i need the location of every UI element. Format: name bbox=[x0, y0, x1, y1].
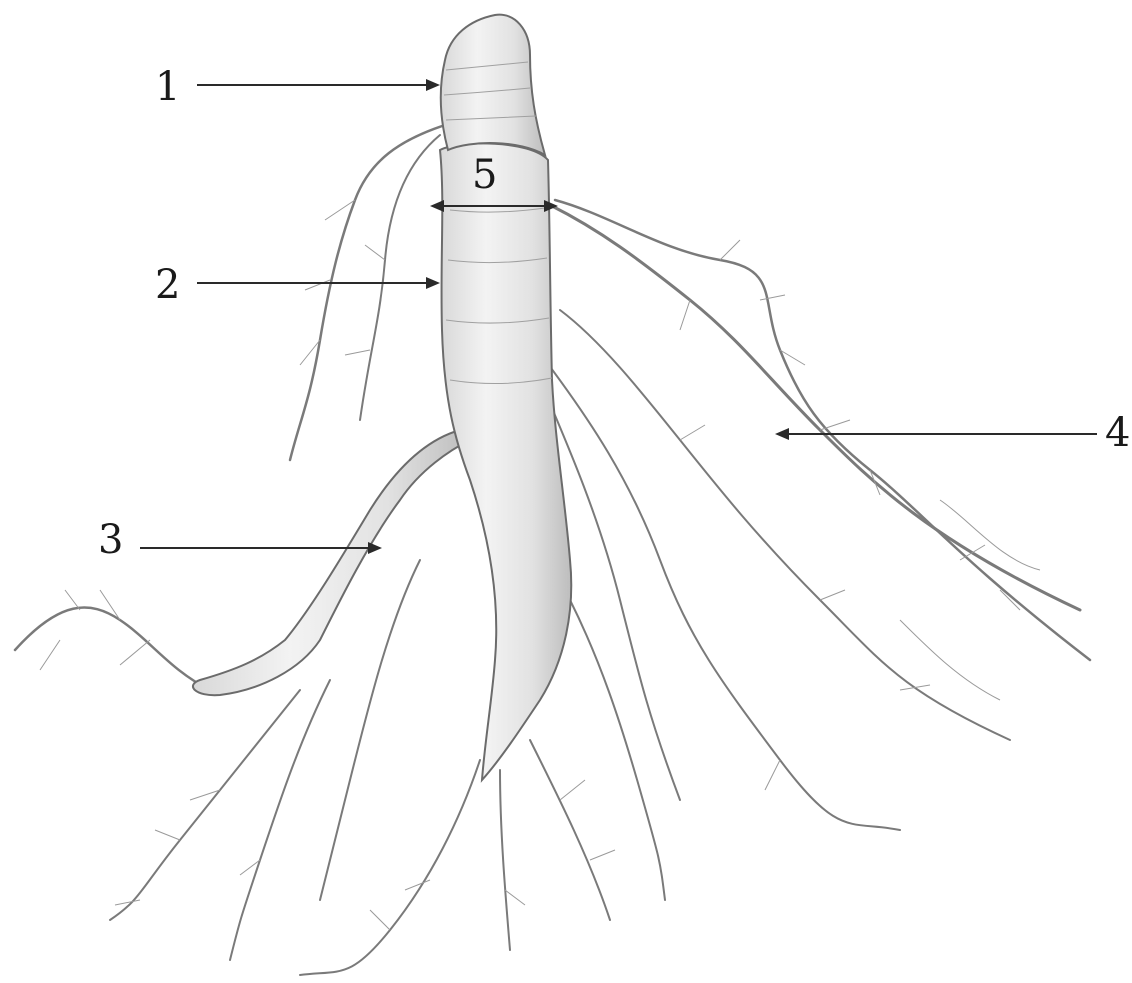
callout-1-number: 1 bbox=[155, 64, 180, 110]
callout-1: 1 bbox=[155, 64, 440, 110]
arrow-head-5-left bbox=[430, 200, 444, 212]
callout-3: 3 bbox=[98, 517, 382, 563]
callout-2-number: 2 bbox=[155, 262, 180, 308]
main-root bbox=[440, 143, 571, 780]
arrow-head-4 bbox=[775, 428, 789, 440]
arrow-head-2 bbox=[426, 277, 440, 289]
callout-4-number: 4 bbox=[1105, 410, 1130, 456]
arrow-head-1 bbox=[426, 79, 440, 91]
branch-root bbox=[193, 430, 470, 695]
callout-2: 2 bbox=[155, 262, 440, 308]
callout-5-number: 5 bbox=[472, 152, 497, 198]
arrow-head-3 bbox=[368, 542, 382, 554]
callout-4: 4 bbox=[775, 410, 1130, 456]
callout-3-number: 3 bbox=[98, 517, 123, 563]
arrow-head-5-right bbox=[544, 200, 558, 212]
root-neck bbox=[441, 15, 545, 155]
